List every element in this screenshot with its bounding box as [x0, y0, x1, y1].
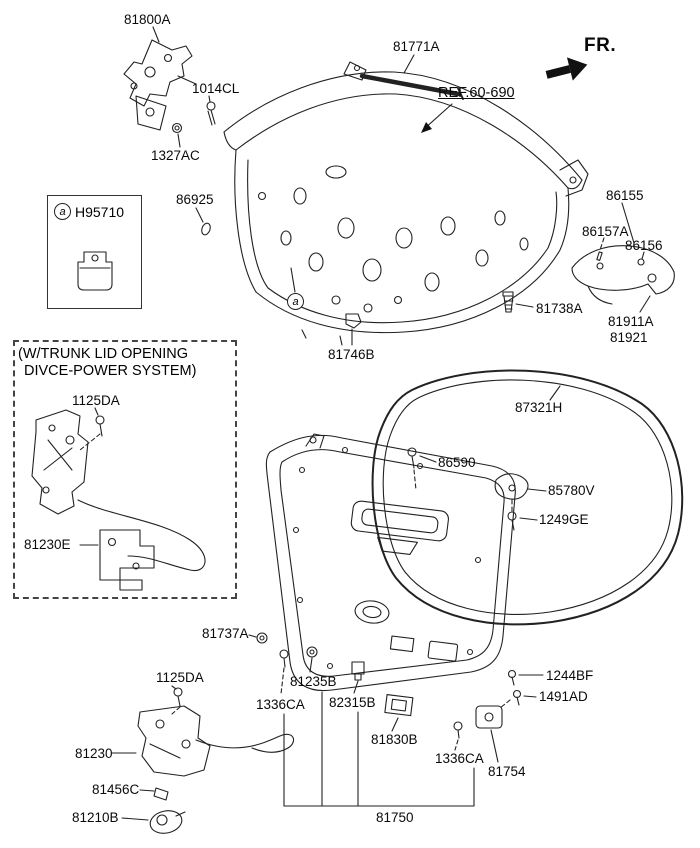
callout-a-marker-inset: a [54, 203, 71, 220]
ref-label: REF.60-690 [438, 85, 515, 101]
weatherstrip-drawing [371, 369, 684, 626]
part-label-86157a: 86157A [582, 224, 629, 239]
bolt-1244bf-drawing [507, 669, 544, 686]
part-label-87321h: 87321H [515, 400, 563, 415]
part-label-81738a: 81738A [536, 301, 583, 316]
clip-86925-drawing [195, 207, 211, 236]
part-label-86155: 86155 [606, 188, 644, 203]
part-label-1125da-upper: 1125DA [72, 393, 120, 408]
part-label-81921: 81921 [610, 330, 648, 345]
trim-panel-drawing [265, 433, 516, 692]
trunk-latch-drawing [111, 685, 295, 777]
part-label-1336ca-right: 1336CA [435, 751, 484, 766]
part-label-h95710: H95710 [75, 204, 125, 220]
part-label-81754: 81754 [488, 764, 526, 779]
leader-lines-81750 [283, 691, 475, 807]
part-label-81235b: 81235B [290, 674, 337, 689]
part-label-86590: 86590 [438, 455, 476, 470]
clip-81456c-drawing [139, 787, 169, 801]
part-label-1336ca-left: 1336CA [256, 697, 305, 712]
part-label-1014cl: 1014CL [192, 81, 240, 96]
bracket-81754-drawing [475, 705, 503, 763]
part-label-1327ac: 1327AC [151, 148, 200, 163]
part-label-1249ge: 1249GE [539, 512, 589, 527]
power-system-note-box: (W/TRUNK LID OPENING DIVCE-POWER SYSTEM) [13, 340, 237, 599]
callout-a-marker-panel: a [287, 293, 304, 310]
trunk-lid-panel-drawing [223, 71, 589, 346]
note-line-1: (W/TRUNK LID OPENING [18, 346, 188, 362]
hinge-assembly-drawing [123, 26, 197, 131]
screw-1491ad-drawing [499, 689, 537, 709]
grommet-81235b-drawing [306, 646, 318, 673]
part-label-1244bf: 1244BF [546, 668, 594, 683]
key-cylinder-81210b-drawing [121, 810, 186, 834]
part-label-81210b: 81210B [72, 810, 119, 825]
fr-direction-arrow-icon [545, 57, 588, 81]
part-label-1491ad: 1491AD [539, 689, 588, 704]
ref-arrow-icon [421, 103, 453, 133]
callout-a-inset-box: a H95710 [47, 195, 142, 309]
power-latch-assembly-drawing [31, 407, 206, 591]
callout-a-leader [290, 267, 296, 293]
part-label-81737a: 81737A [202, 626, 249, 641]
part-label-1125da-lower: 1125DA [156, 670, 204, 685]
part-label-81800a: 81800A [124, 12, 171, 27]
part-label-81230e: 81230E [24, 537, 71, 552]
bolt-1336ca-right-drawing [453, 721, 463, 751]
handle-85780v-drawing [494, 473, 547, 500]
torsion-bar-drawing [343, 54, 464, 100]
grommet-81737a-drawing [248, 632, 268, 644]
hinge-cover-drawing [571, 202, 675, 313]
striker-81830b-drawing [384, 694, 414, 732]
part-label-81911a: 81911A [608, 314, 654, 329]
part-label-85780v: 85780V [548, 483, 595, 498]
bolt-1014cl-drawing [206, 95, 216, 126]
clip-82315b-drawing [351, 661, 365, 694]
grommet-h95710-drawing [77, 251, 113, 291]
bolt-1249ge-drawing [507, 499, 538, 531]
part-label-86925: 86925 [176, 192, 214, 207]
part-label-81771a: 81771A [393, 39, 440, 54]
screw-86590-drawing [407, 447, 437, 491]
part-label-81230: 81230 [75, 746, 113, 761]
clip-81746b-drawing [345, 313, 362, 346]
nut-1327ac-drawing [171, 122, 183, 148]
part-label-86156: 86156 [625, 238, 663, 253]
part-label-81456c: 81456C [92, 782, 140, 797]
part-label-81830b: 81830B [371, 732, 418, 747]
note-line-2: DIVCE-POWER SYSTEM) [24, 363, 197, 379]
bolt-1336ca-left-drawing [279, 649, 289, 695]
part-label-81746b: 81746B [328, 347, 375, 362]
fr-direction-label: FR. [584, 35, 617, 56]
part-label-82315b: 82315B [329, 695, 376, 710]
screw-81738a-drawing [502, 291, 534, 313]
part-label-81750: 81750 [376, 810, 414, 825]
